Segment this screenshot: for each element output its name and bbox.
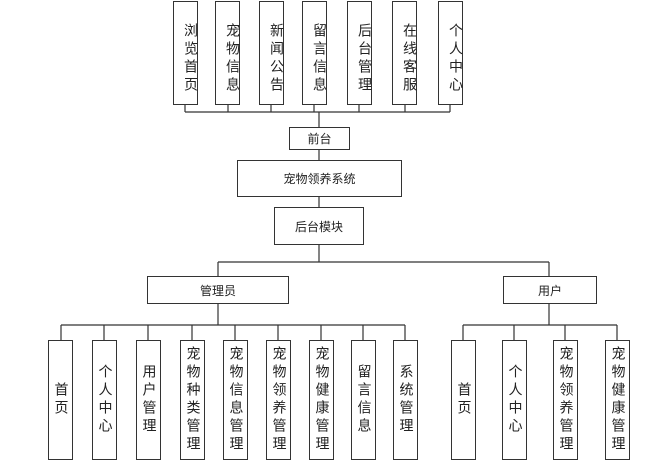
frontend-node: 前台 xyxy=(289,127,350,150)
user-item-home: 首页 xyxy=(451,340,476,460)
user-item-health-management: 宠物健康管理 xyxy=(605,340,630,460)
frontend-item-backend-admin: 后台管理 xyxy=(347,1,372,105)
admin-item-adoption-management: 宠物领养管理 xyxy=(266,340,291,460)
admin-item-health-management: 宠物健康管理 xyxy=(309,340,334,460)
admin-node: 管理员 xyxy=(147,276,289,304)
admin-item-messages: 留言信息 xyxy=(351,340,376,460)
frontend-item-online-service: 在线客服 xyxy=(392,1,417,105)
admin-item-home: 首页 xyxy=(48,340,73,460)
frontend-item-pet-info: 宠物信息 xyxy=(215,1,240,105)
system-node: 宠物领养系统 xyxy=(237,160,402,197)
admin-item-system-management: 系统管理 xyxy=(393,340,418,460)
frontend-item-news: 新闻公告 xyxy=(259,1,284,105)
frontend-item-browse-home: 浏览首页 xyxy=(173,1,198,105)
user-item-personal-center: 个人中心 xyxy=(502,340,527,460)
user-node: 用户 xyxy=(503,276,597,304)
admin-item-personal-center: 个人中心 xyxy=(92,340,117,460)
frontend-item-messages: 留言信息 xyxy=(302,1,327,105)
frontend-item-personal-center: 个人中心 xyxy=(438,1,463,105)
user-item-adoption-management: 宠物领养管理 xyxy=(553,340,578,460)
admin-item-pet-category-management: 宠物种类管理 xyxy=(180,340,205,460)
admin-item-user-management: 用户管理 xyxy=(136,340,161,460)
backend-node: 后台模块 xyxy=(274,207,364,245)
admin-item-pet-info-management: 宠物信息管理 xyxy=(223,340,248,460)
